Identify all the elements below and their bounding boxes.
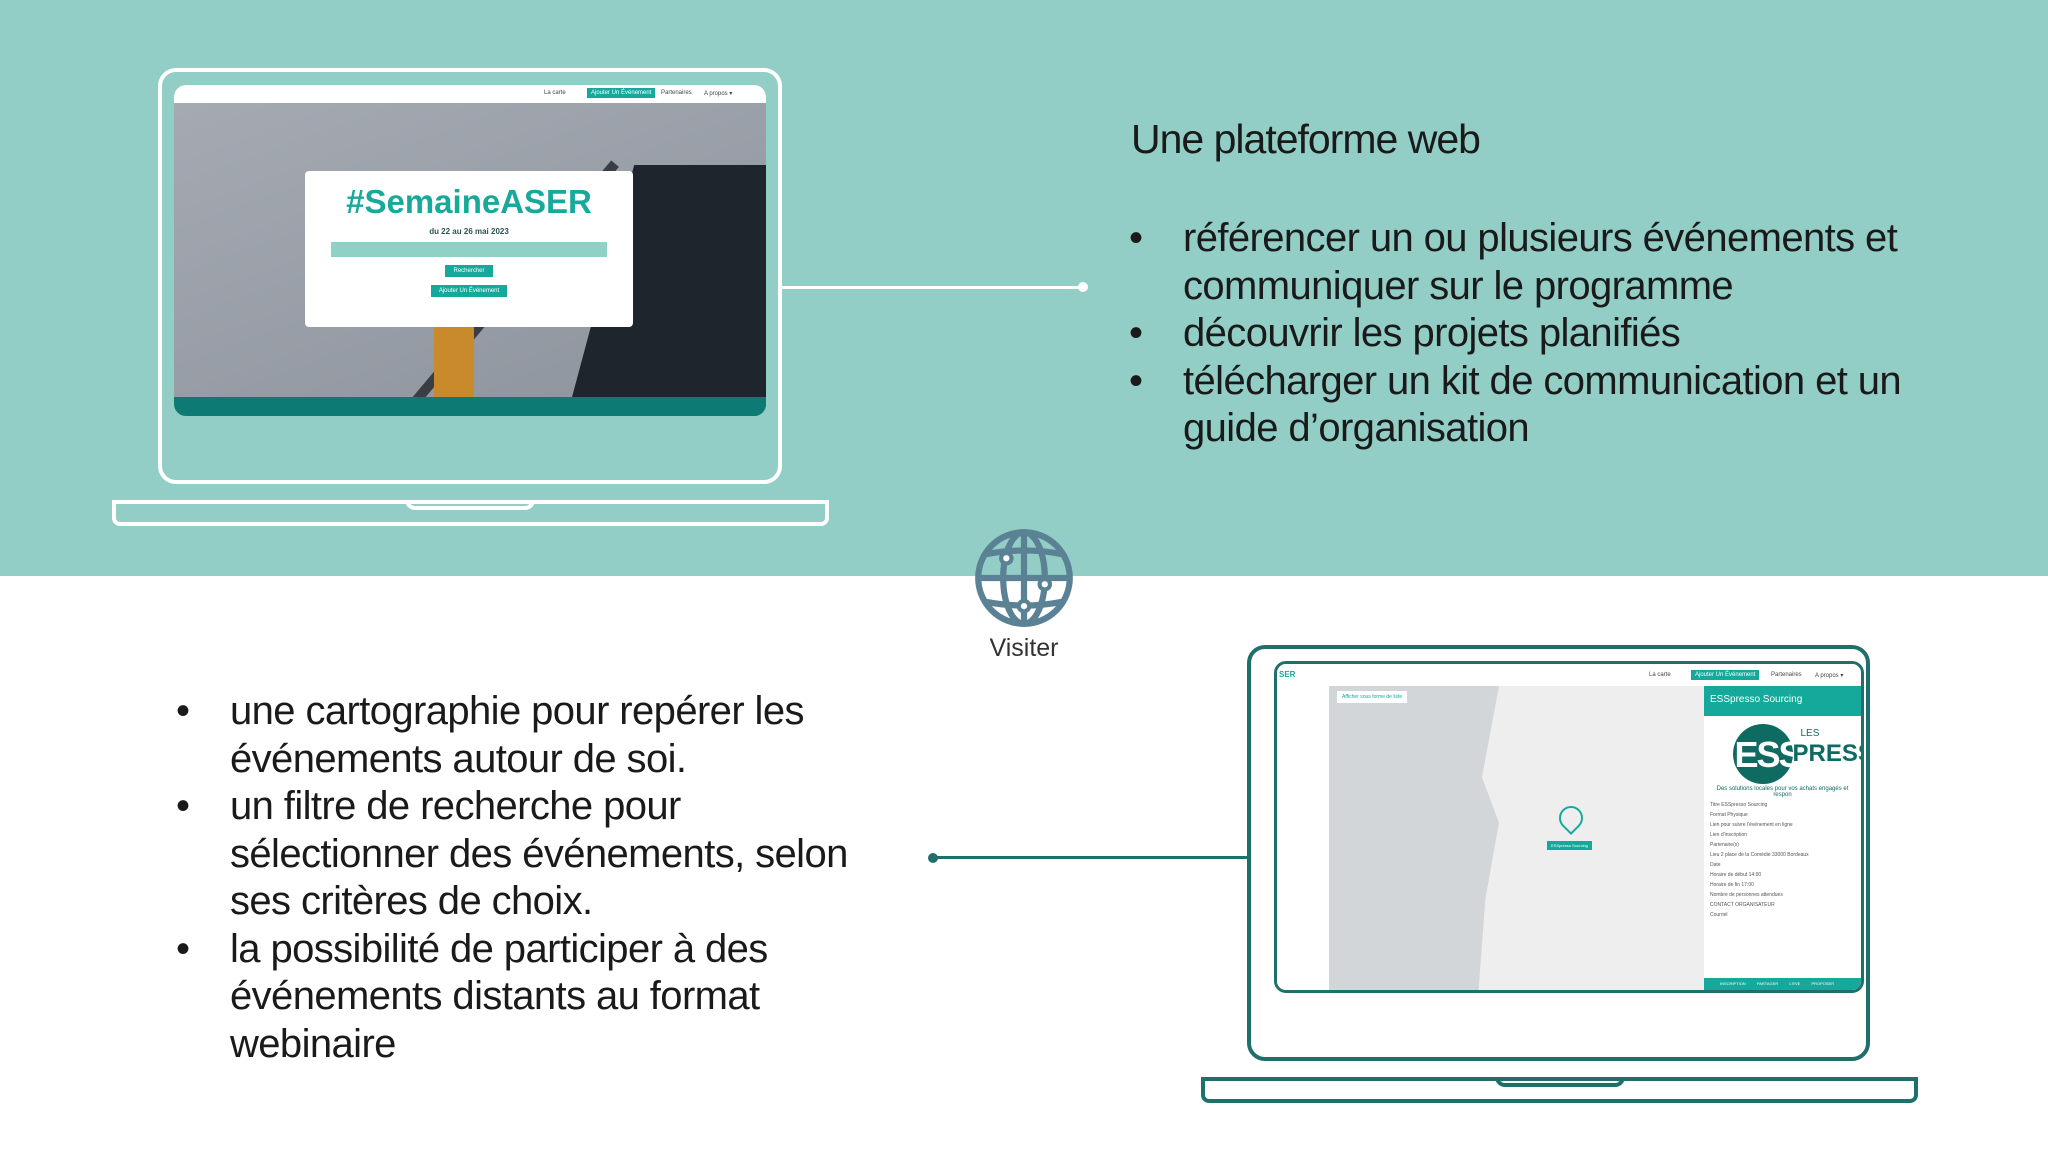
laptop-bottom-base — [1201, 1077, 1918, 1103]
nav-la-carte[interactable]: La carte — [544, 90, 566, 96]
mock-nav: SER La carte Ajouter Un Événement Parten… — [1277, 664, 1861, 686]
hero-card: #SemaineASER du 22 au 26 mai 2023 Recher… — [305, 171, 633, 327]
brand: SER — [1279, 670, 1296, 679]
mock-footer — [174, 397, 766, 416]
nav-la-carte[interactable]: La carte — [1649, 672, 1671, 678]
esspresso-logo: ESS LES PRESS — [1713, 724, 1861, 784]
bottom-bullet-list: une cartographie pour repérer les événem… — [176, 688, 896, 1068]
hero-dates: du 22 au 26 mai 2023 — [429, 227, 509, 236]
field: Titre ESSpresso Sourcing — [1710, 802, 1768, 808]
laptop-bottom-frame — [1247, 645, 1870, 1061]
connector-bottom — [932, 856, 1248, 859]
visit-link[interactable]: Visiter — [970, 526, 1078, 662]
event-detail-panel: ESSpresso Sourcing ESS LES PRESS Des sol… — [1704, 686, 1861, 990]
field: Lien pour suivre l'événement en ligne — [1710, 822, 1793, 828]
pin-label: ESSpresso Sourcing — [1547, 841, 1592, 850]
panel-actions[interactable]: INSCRIPTION PARTAGER L'EVE PROPOSER — [1704, 978, 1861, 990]
field: CONTACT ORGANISATEUR — [1710, 902, 1775, 908]
section-heading: Une plateforme web — [1131, 116, 1481, 162]
field: Nombre de personnes attendues — [1710, 892, 1783, 898]
add-event-button[interactable]: Ajouter Un Événement — [430, 285, 508, 297]
mock-nav: La carte Ajouter Un Événement Partenaire… — [174, 85, 766, 103]
list-item: un filtre de recherche pour sélectionner… — [176, 783, 896, 926]
nav-a-propos[interactable]: A propos ▾ — [704, 91, 733, 97]
hero-search-input[interactable] — [331, 242, 607, 257]
field: Lien d'inscription — [1710, 832, 1748, 838]
map-pin-icon[interactable] — [1554, 801, 1588, 835]
top-bullet-list: référencer un ou plusieurs événements et… — [1129, 215, 1989, 453]
globe-icon — [975, 529, 1073, 627]
nav-ajouter[interactable]: Ajouter Un Événement — [1691, 670, 1760, 680]
map-sea — [1329, 686, 1499, 990]
list-item: une cartographie pour repérer les événem… — [176, 688, 896, 783]
website-map-screenshot: SER La carte Ajouter Un Événement Parten… — [1274, 661, 1864, 993]
field: Horaire de début 14:00 — [1710, 872, 1762, 878]
website-home-screenshot: La carte Ajouter Un Événement Partenaire… — [174, 85, 766, 416]
nav-partenaires[interactable]: Partenaires — [1771, 672, 1802, 678]
list-item: la possibilité de participer à des événe… — [176, 926, 896, 1069]
panel-title: ESSpresso Sourcing — [1704, 686, 1861, 716]
visit-label: Visiter — [989, 634, 1059, 662]
field: Date — [1710, 862, 1721, 868]
list-item: télécharger un kit de communication et u… — [1129, 358, 1989, 453]
field: Lieu 2 place de la Comédie 33000 Bordeau… — [1710, 852, 1809, 858]
hero-title: #SemaineASER — [346, 183, 592, 220]
list-view-toggle[interactable]: Afficher sous forme de liste — [1337, 691, 1408, 703]
nav-a-propos[interactable]: A propos ▾ — [1815, 673, 1844, 679]
nav-partenaires[interactable]: Partenaires — [661, 90, 692, 96]
field: Horaire de fin 17:00 — [1710, 882, 1754, 888]
list-item: référencer un ou plusieurs événements et… — [1129, 215, 1989, 310]
laptop-bottom-notch — [1495, 1077, 1625, 1087]
filter-sidebar[interactable] — [1277, 686, 1329, 990]
laptop-top-base — [112, 500, 829, 526]
search-button[interactable]: Rechercher — [445, 265, 493, 277]
nav-ajouter[interactable]: Ajouter Un Événement — [587, 88, 656, 98]
connector-top-dot — [1078, 282, 1088, 292]
map[interactable]: Afficher sous forme de liste ESSpresso S… — [1329, 686, 1704, 990]
laptop-top-notch — [405, 500, 535, 510]
field: Format Physique — [1710, 812, 1748, 818]
field: Partenaire(s) — [1710, 842, 1739, 848]
laptop-top-frame — [158, 68, 782, 484]
connector-top — [782, 286, 1082, 289]
list-item: découvrir les projets planifiés — [1129, 310, 1989, 358]
field: Courriel — [1710, 912, 1728, 918]
logo-tagline: Des solutions locales pour vos achats en… — [1716, 786, 1849, 798]
